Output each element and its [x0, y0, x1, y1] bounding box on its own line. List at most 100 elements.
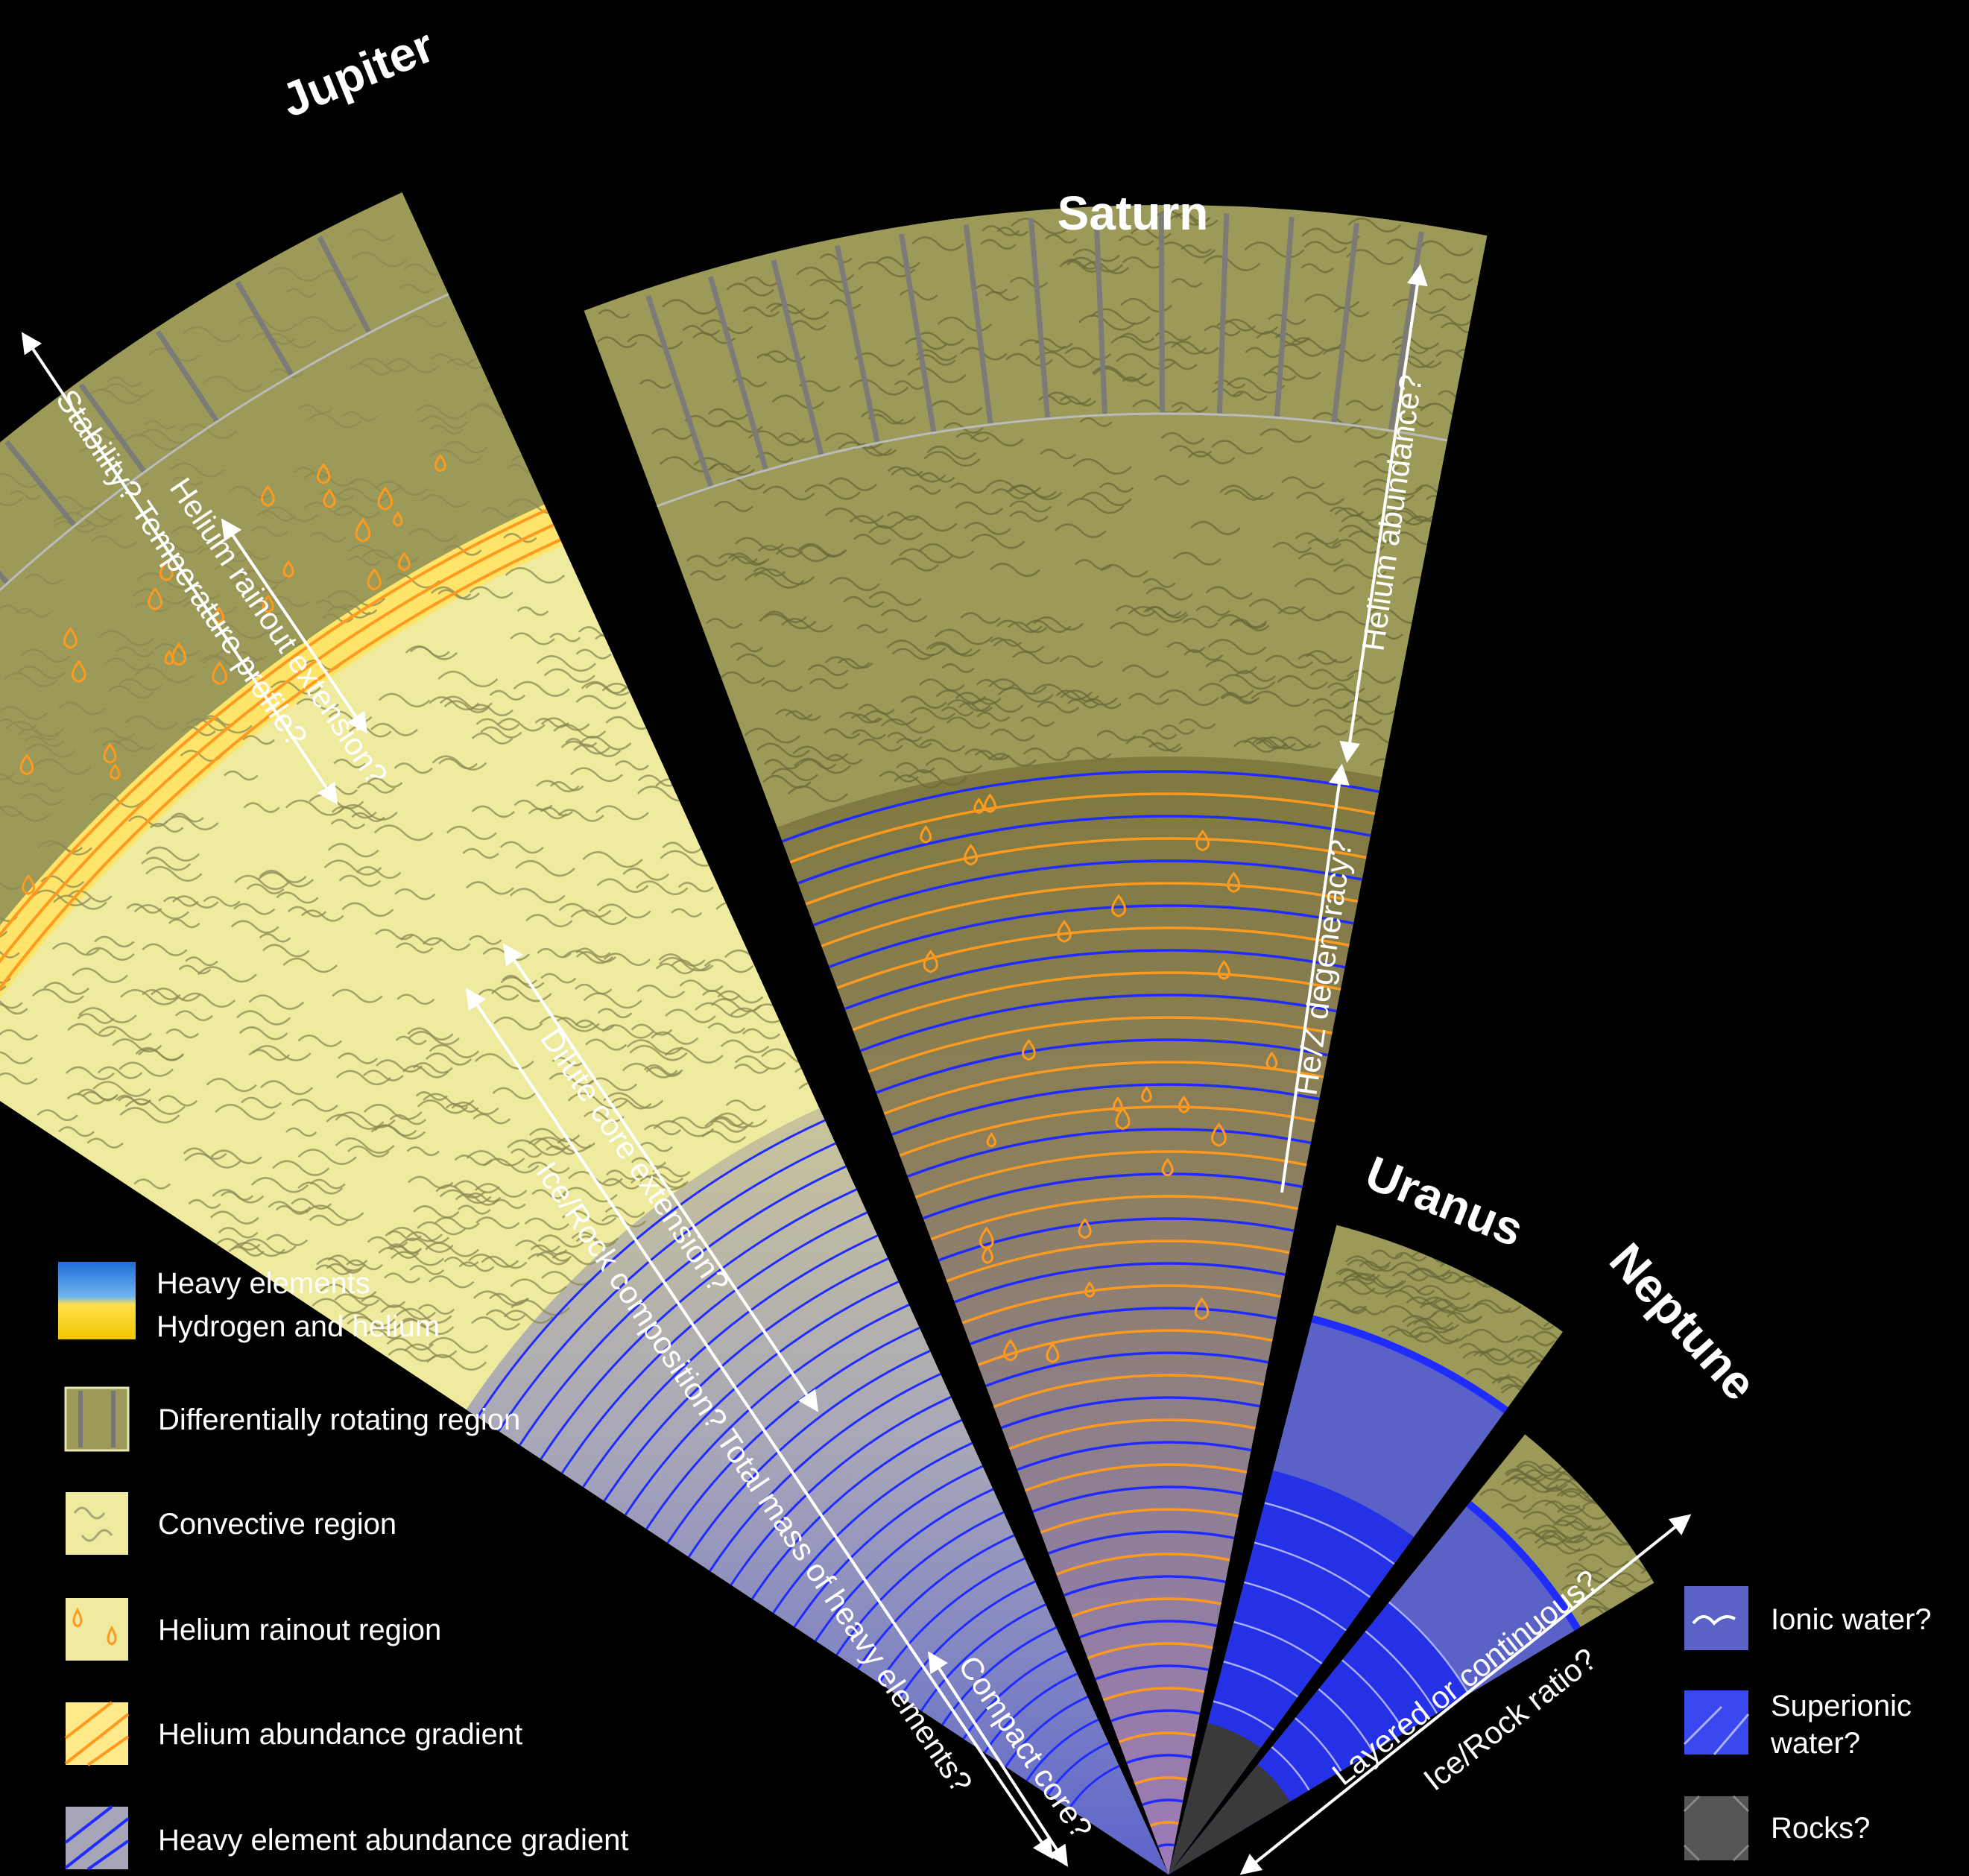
squiggle [549, 781, 584, 792]
squiggle [1168, 213, 1219, 227]
squiggle [1298, 653, 1338, 666]
squiggle [408, 1031, 460, 1046]
squiggle [909, 484, 941, 495]
squiggle [1037, 701, 1080, 714]
squiggle [1009, 511, 1049, 522]
squiggle [37, 840, 92, 856]
squiggle [1409, 1326, 1469, 1343]
squiggle [1128, 692, 1169, 705]
squiggle [744, 572, 805, 589]
squiggle [389, 1114, 427, 1125]
squiggle [929, 642, 973, 656]
squiggle [414, 404, 468, 420]
squiggle [919, 472, 955, 483]
squiggle [206, 1078, 257, 1093]
squiggle [373, 824, 434, 841]
squiggle [1119, 332, 1155, 344]
squiggle [1300, 263, 1334, 274]
squiggle [1116, 353, 1176, 370]
squiggle [421, 493, 470, 508]
squiggle [98, 1026, 152, 1041]
squiggle [753, 568, 815, 585]
squiggle [1182, 617, 1219, 628]
squiggle [165, 1028, 200, 1039]
squiggle [86, 947, 135, 961]
squiggle [1258, 736, 1312, 751]
legend-swatch-rocks [1684, 1796, 1748, 1860]
squiggle [1420, 1296, 1477, 1313]
squiggle [297, 1181, 344, 1195]
squiggle [399, 933, 442, 946]
squiggle [941, 663, 975, 673]
saturn-rotation-stripe [645, 295, 714, 488]
squiggle [112, 1038, 162, 1053]
squiggle [513, 680, 570, 697]
squiggle [133, 1178, 171, 1190]
squiggle [800, 758, 837, 770]
squiggle [828, 477, 878, 491]
squiggle [970, 534, 1025, 549]
squiggle [291, 1099, 338, 1112]
squiggle [1501, 1477, 1559, 1494]
squiggle [1336, 1268, 1376, 1280]
squiggle [1473, 1299, 1522, 1313]
saturn-rotation-stripe [1093, 213, 1108, 416]
squiggle [595, 805, 649, 821]
squiggle [575, 695, 627, 710]
saturn-gradient-line [1126, 1754, 1192, 1764]
squiggle [420, 415, 469, 429]
legend-rainout-label: Helium rainout region [158, 1614, 441, 1646]
legend-ionic: Ionic water? [1684, 1586, 1932, 1650]
squiggle [240, 1096, 282, 1109]
squiggle [234, 874, 290, 891]
squiggle [925, 757, 983, 774]
squiggle [1160, 432, 1205, 445]
squiggle [425, 1052, 473, 1066]
squiggle [804, 484, 861, 500]
squiggle [1045, 233, 1078, 244]
squiggle [1532, 1330, 1564, 1345]
squiggle [1406, 1296, 1453, 1310]
squiggle [910, 707, 956, 720]
squiggle [970, 432, 1024, 447]
squiggle [824, 728, 861, 739]
squiggle [0, 806, 23, 818]
squiggle [1544, 1500, 1581, 1512]
legend-rocks: Rocks? [1683, 1795, 1870, 1862]
uranus-rocks [1169, 1722, 1261, 1875]
squiggle [162, 896, 199, 907]
squiggle [1211, 388, 1244, 397]
squiggle [838, 712, 880, 724]
squiggle [763, 759, 800, 770]
saturn-gradient-line [829, 904, 1354, 968]
squiggle [1009, 277, 1049, 288]
squiggle [300, 909, 344, 922]
saturn-gradient-line [836, 926, 1350, 990]
squiggle [993, 639, 1045, 654]
squiggle [1472, 1302, 1511, 1314]
saturn-rain-drop [1161, 1158, 1174, 1177]
squiggle [1171, 341, 1219, 355]
squiggle [285, 1127, 317, 1137]
squiggle [536, 655, 596, 672]
squiggle [81, 1090, 117, 1102]
squiggle [794, 757, 851, 774]
saturn-gradient-line [1110, 1709, 1201, 1722]
squiggle [707, 408, 749, 420]
squiggle [347, 1316, 402, 1332]
squiggle [1430, 1309, 1483, 1324]
squiggle [896, 762, 935, 774]
squiggle [315, 1264, 353, 1276]
squiggle [396, 994, 435, 1005]
squiggle [627, 334, 683, 350]
squiggle [876, 256, 920, 269]
squiggle [1122, 256, 1166, 269]
squiggle [955, 501, 1004, 516]
squiggle [446, 358, 486, 370]
saturn-gradient-line [1040, 1508, 1239, 1534]
squiggle [582, 851, 643, 868]
legend-heavy-label: Heavy elements [157, 1267, 370, 1300]
squiggle [918, 543, 975, 559]
legend-swatch-convective [66, 1492, 128, 1555]
